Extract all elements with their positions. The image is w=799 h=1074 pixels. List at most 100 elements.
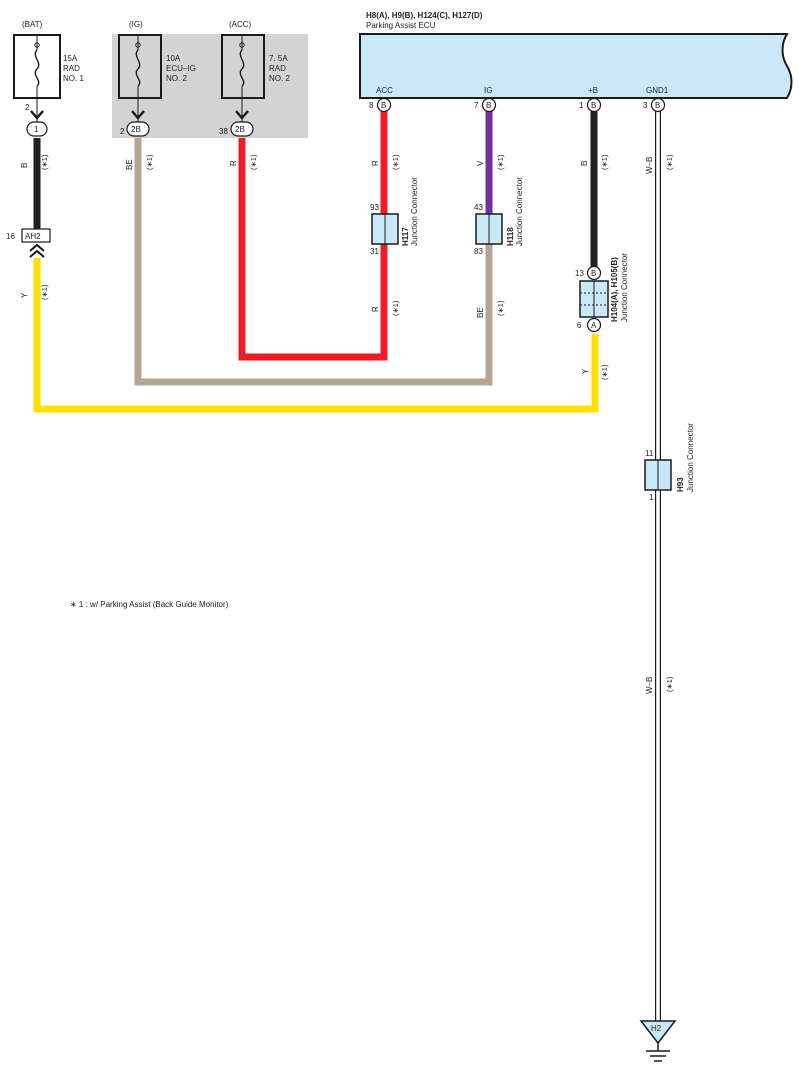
wire-bat-y [33,258,599,413]
h93-pin-top: 11 [645,449,654,458]
ecu-terminal-acc-pin: 8 [369,101,374,110]
h104-pin-bottom: 6 [577,321,582,330]
fuse-bat-rating: 15A [63,54,78,63]
ground-label: H2 [651,1024,662,1033]
h93-pin-bottom: 1 [649,493,654,502]
label-wire-ecu-y: Y [581,368,590,374]
label-wire-ecu-acc-r: R [371,160,380,166]
fuse-rad-no2 [221,34,265,126]
label-wire-gnd-wb: W–B [645,157,654,174]
h117-pin-top: 93 [370,203,379,212]
h118-id: H118 [506,227,515,246]
ecu-name: Parking Assist ECU [366,21,436,30]
wire-acc-r [238,138,388,361]
label-wire-acc-r: R [229,160,238,166]
fuse-bat-group: (BAT) [22,20,43,29]
h93-id: H93 [676,477,685,492]
chevron-down-icon [131,110,145,120]
label-wire-ig-be: BE [125,159,134,170]
ecu-terminal-gnd-label: GND1 [646,86,669,95]
fuse-ig-pin: 2 [120,127,125,136]
h117-desc: Junction Connector [410,177,419,246]
fuse-ig-group: (IG) [129,20,143,29]
connector-1-label: 1 [34,125,39,134]
ecu-connectors: H8(A), H9(B), H124(C), H127(D) [366,11,483,20]
fuse-ecu-ig-no2 [118,34,162,126]
label-wire-bat-y: Y [20,292,29,298]
ecu-terminal-b-pin: 1 [579,101,584,110]
ah2-pin: 16 [6,232,15,241]
connector-2b-acc [230,121,254,137]
fuse-ig-rating: 10A [166,54,181,63]
fuse-acc-group: (ACC) [229,20,252,29]
fuse-ig-name1: ECU–IG [166,64,196,73]
chevron-down-icon [30,110,44,120]
fuse-acc-pin: 38 [219,127,228,136]
ecu-terminal-acc-conn: B [381,101,386,110]
label-wire-ecu-acc-r2: R [371,306,380,312]
chevron-up-icon [29,243,45,252]
wire-ig-be [134,138,493,386]
ecu-terminal-acc [376,97,392,113]
h118-pin-top: 43 [474,203,483,212]
fuse-acc-name1: RAD [269,64,286,73]
ecu-terminal-ig-conn: B [486,101,491,110]
label-wire-gnd-wb2: W–B [645,677,654,694]
label-wire-bat-b: B [20,163,29,168]
chevron-down-icon [235,110,249,120]
h104-top-terminal [586,265,602,281]
label-wire-ecu-ig-v: V [476,160,485,166]
label-opt-bat-b: (∗1) [40,154,49,170]
label-opt-ecu-acc-r2: (∗1) [391,300,400,316]
ecu-terminal-ig-label: IG [484,86,492,95]
label-opt-acc-r: (∗1) [249,154,258,170]
connector-2b-ig [126,121,150,137]
label-opt-ecu-y: (∗1) [600,364,609,380]
fuse-bat-name2: NO. 1 [63,74,84,83]
ecu-terminal-ig [481,97,497,113]
label-opt-ecu-acc-r: (∗1) [391,154,400,170]
fuse-rad-no1 [13,34,61,128]
h104-desc: Junction Connector [620,253,629,322]
fuse-bat-pin: 2 [25,103,30,112]
ground-icon [639,1020,677,1062]
ecu-terminal-b-label: +B [588,86,598,95]
connector-1 [26,121,48,137]
label-opt-ecu-ig-v: (∗1) [496,154,505,170]
ecu-terminal-b [586,97,602,113]
ecu-terminal-gnd [650,97,666,113]
connector-2b-acc-label: 2B [235,125,245,134]
label-opt-bat-y: (∗1) [40,284,49,300]
connector-ah2 [21,228,51,243]
label-wire-ecu-b: B [580,161,589,166]
ecu-terminal-ig-pin: 7 [474,101,479,110]
fuse-ig-name2: NO. 2 [166,74,187,83]
fuse-acc-name2: NO. 2 [269,74,290,83]
h104-bottom-terminal [586,317,602,333]
connector-ah2-label: AH2 [25,232,41,241]
h104-id: H104(A), H105(B) [610,257,619,322]
label-wire-ecu-ig-be: BE [476,307,485,318]
label-opt-ig-be: (∗1) [145,154,154,170]
label-opt-ecu-b: (∗1) [600,154,609,170]
label-opt-ecu-ig-be: (∗1) [496,300,505,316]
ecu-terminal-gnd-conn: B [655,101,660,110]
ecu-terminal-acc-label: ACC [376,86,393,95]
h117-pin-bottom: 31 [370,247,379,256]
footnote: ∗ 1 : w/ Parking Assist (Back Guide Moni… [70,600,229,609]
chevron-up-icon [29,249,45,258]
h104-conn-top: B [591,269,596,278]
label-opt-gnd-wb: (∗1) [665,154,674,170]
h104-conn-bottom: A [591,321,597,330]
h117-id: H117 [401,227,410,246]
fuse-acc-rating: 7. 5A [269,54,288,63]
ecu-terminal-gnd-pin: 3 [643,101,648,110]
connector-2b-ig-label: 2B [131,125,141,134]
h104-pin-top: 13 [575,269,584,278]
label-opt-gnd-wb2: (∗1) [665,676,674,692]
fuse-panel-background [112,34,308,138]
h93-desc: Junction Connector [686,423,695,492]
fuse-bat-name1: RAD [63,64,80,73]
ecu-terminal-b-conn: B [591,101,596,110]
